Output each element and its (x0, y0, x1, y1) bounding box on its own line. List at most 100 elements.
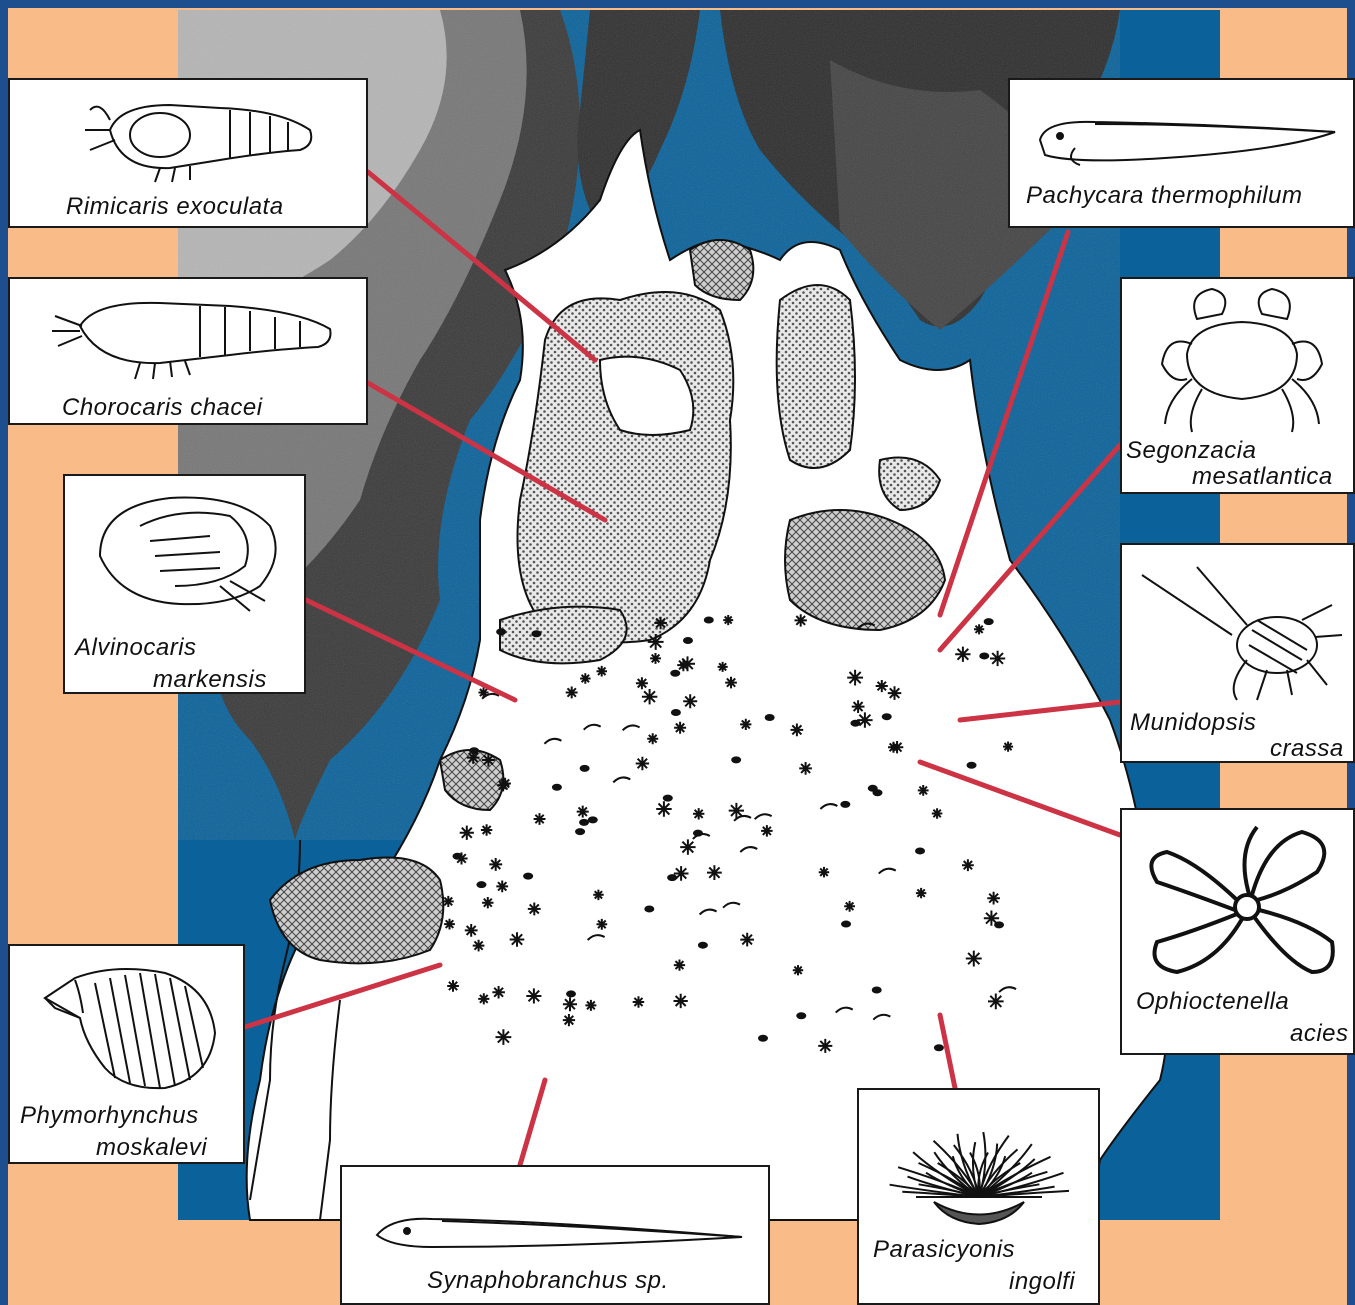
fauna-speck (916, 888, 926, 898)
fauna-speck (850, 720, 860, 727)
fauna-speck (990, 651, 1005, 666)
fish-icon (1035, 110, 1345, 170)
fauna-speck (642, 689, 657, 704)
fauna-speck (725, 677, 737, 689)
species-box-parasicyonis: Parasicyonis ingolfi (857, 1088, 1100, 1305)
fauna-speck (847, 670, 863, 686)
fauna-speck (876, 680, 888, 692)
fauna-speck (704, 617, 714, 624)
species-box-munidopsis: Munidopsis crassa (1120, 543, 1355, 763)
species-label-alvinocaris-1: Alvinocaris (75, 634, 197, 662)
species-label-chorocaris: Chorocaris chacei (62, 394, 263, 422)
fauna-speck (718, 662, 728, 672)
fauna-speck (447, 980, 459, 992)
fauna-speck (443, 896, 454, 907)
fauna-speck (510, 932, 525, 947)
fauna-speck (918, 785, 929, 796)
fauna-speck (444, 919, 455, 930)
fauna-speck (915, 847, 925, 854)
fauna-speck (882, 713, 892, 720)
fauna-speck (482, 897, 493, 908)
fauna-speck (460, 826, 474, 840)
fauna-speck (663, 795, 673, 802)
fauna-speck (680, 839, 695, 854)
species-label-parasicyonis-2: ingolfi (1009, 1268, 1075, 1296)
fauna-speck (563, 1014, 575, 1026)
fauna-speck (979, 652, 989, 659)
species-label-ophioctenella-2: acies (1290, 1020, 1349, 1048)
fauna-speck (932, 808, 943, 819)
fauna-speck (528, 903, 541, 916)
fauna-speck (680, 656, 695, 671)
fauna-speck (563, 997, 577, 1011)
squat-lobster-icon (1137, 565, 1347, 705)
fauna-speck (984, 618, 994, 625)
crab-icon (1147, 284, 1337, 434)
fauna-speck (707, 865, 722, 880)
fauna-speck (671, 709, 681, 716)
species-box-rimicaris: Rimicaris exoculata (8, 78, 368, 228)
fauna-speck (636, 677, 648, 689)
species-label-rimicaris: Rimicaris exoculata (66, 193, 284, 221)
fauna-speck (644, 905, 654, 912)
species-box-chorocaris: Chorocaris chacei (8, 277, 368, 425)
fauna-speck (496, 628, 506, 635)
fauna-speck (962, 859, 974, 871)
species-label-parasicyonis-1: Parasicyonis (873, 1236, 1015, 1264)
fauna-speck (482, 754, 495, 767)
anemone-icon (889, 1102, 1069, 1232)
fauna-speck (795, 614, 807, 626)
species-label-munidopsis-2: crassa (1270, 735, 1344, 763)
fauna-speck (465, 924, 478, 937)
species-label-alvinocaris-2: markensis (153, 666, 267, 694)
fauna-speck (693, 808, 704, 819)
fauna-speck (496, 881, 508, 893)
species-label-ophioctenella-1: Ophioctenella (1136, 988, 1289, 1016)
species-box-alvinocaris: Alvinocaris markensis (63, 474, 306, 694)
species-label-pachycara: Pachycara thermophilum (1026, 182, 1302, 210)
fauna-speck (597, 666, 608, 677)
fauna-speck (580, 673, 591, 684)
species-label-munidopsis-1: Munidopsis (1130, 709, 1256, 737)
fauna-speck (818, 1039, 832, 1053)
fauna-speck (534, 813, 546, 825)
fauna-speck (791, 724, 804, 737)
fauna-speck (765, 714, 775, 721)
fauna-speck (526, 988, 541, 1003)
fauna-speck (740, 933, 754, 947)
fauna-speck (523, 873, 533, 880)
fauna-speck (473, 940, 485, 952)
fauna-speck (647, 733, 658, 744)
shrimp-icon (80, 90, 330, 185)
eel-icon (372, 1207, 752, 1257)
species-label-segonzacia-1: Segonzacia (1126, 437, 1256, 465)
fauna-speck (868, 785, 878, 792)
species-box-ophioctenella: Ophioctenella acies (1120, 808, 1355, 1055)
fauna-speck (585, 1000, 596, 1011)
fauna-speck (761, 825, 773, 837)
fauna-speck (955, 647, 970, 662)
shrimp-icon (80, 486, 290, 616)
fauna-speck (819, 867, 830, 878)
fauna-speck (492, 986, 505, 999)
fauna-speck (799, 762, 812, 775)
fauna-speck (967, 762, 977, 769)
shrimp-icon (50, 291, 340, 381)
fauna-speck (636, 757, 649, 770)
fauna-speck (481, 824, 492, 835)
fauna-speck (597, 919, 608, 930)
fauna-speck (656, 801, 672, 816)
fauna-speck (531, 630, 541, 637)
species-label-phymorhynchus-1: Phymorhynchus (20, 1102, 199, 1130)
species-label-synaphobranchus: Synaphobranchus sp. (427, 1267, 669, 1295)
fauna-speck (758, 1035, 768, 1042)
fauna-speck (588, 816, 598, 823)
fauna-speck (1003, 742, 1013, 752)
species-box-segonzacia: Segonzacia mesatlantica (1120, 277, 1355, 494)
fauna-speck (489, 858, 502, 871)
fauna-speck (667, 874, 677, 881)
fauna-speck (575, 828, 585, 835)
fauna-speck (476, 881, 486, 888)
fauna-speck (934, 1044, 944, 1051)
